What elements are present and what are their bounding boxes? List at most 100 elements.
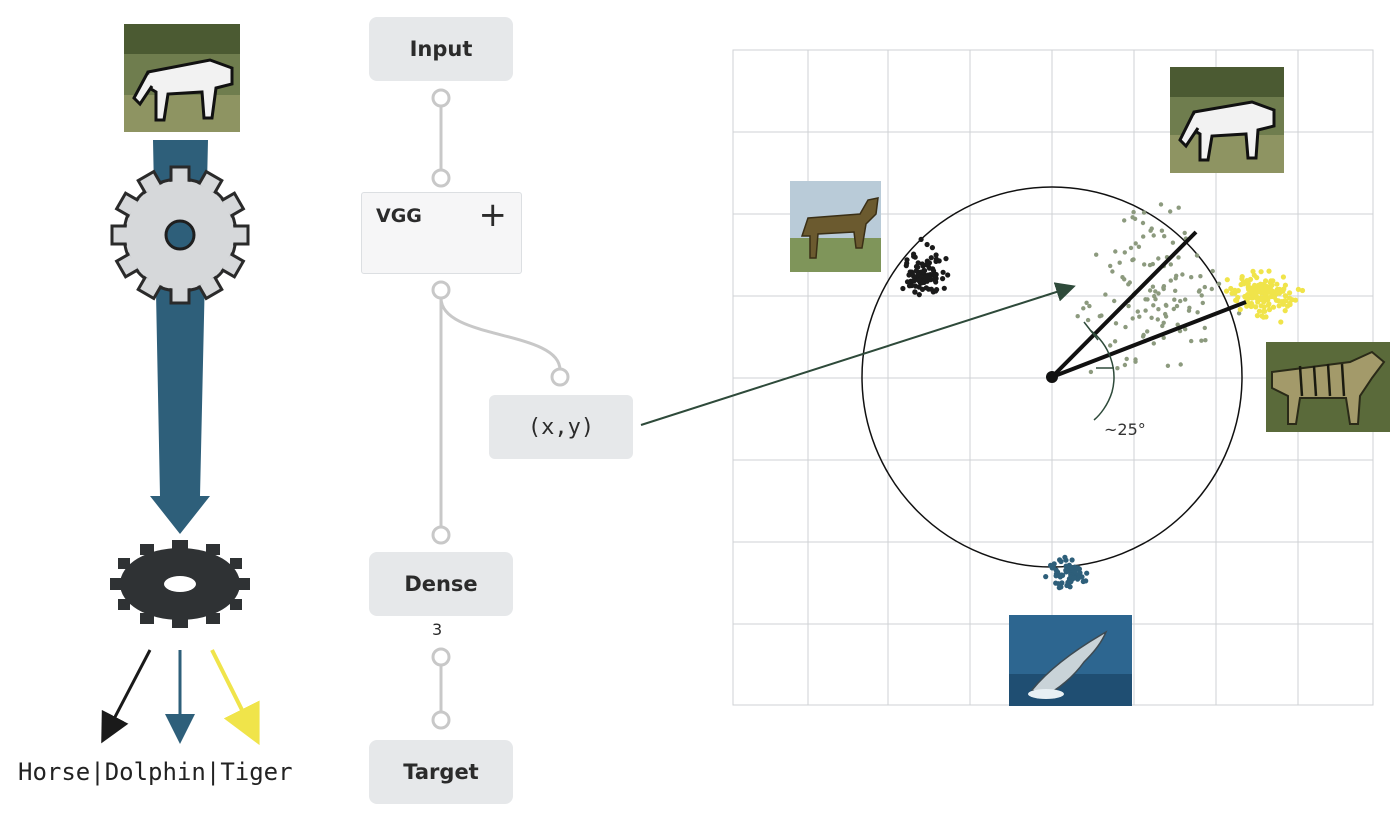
scatter-point xyxy=(1266,268,1272,274)
scatter-point xyxy=(1122,362,1128,368)
scatter-point xyxy=(1140,220,1146,226)
scatter-point xyxy=(1123,324,1128,330)
scatter-point xyxy=(1254,275,1260,281)
scatter-point xyxy=(1224,277,1230,283)
scatter-point xyxy=(1274,281,1280,287)
scatter-point xyxy=(1248,303,1254,310)
scatter-point xyxy=(924,241,930,248)
scatter-point xyxy=(1178,362,1183,367)
scatter-point xyxy=(1223,288,1230,294)
scatter-point xyxy=(1276,303,1282,309)
scatter-point xyxy=(1283,298,1289,304)
scatter-point xyxy=(1151,341,1157,346)
input-node[interactable]: Input xyxy=(369,17,513,81)
scatter-point xyxy=(1162,234,1167,239)
scatter-point xyxy=(1122,250,1128,255)
scatter-point xyxy=(1133,241,1138,246)
scatter-point xyxy=(1199,293,1204,298)
scatter-point xyxy=(1128,245,1134,251)
scatter-point xyxy=(1043,574,1049,580)
scatter-point xyxy=(1274,286,1280,293)
scatter-point xyxy=(1216,281,1222,286)
scatter-point xyxy=(1261,304,1267,310)
scatter-point xyxy=(1280,274,1286,280)
dolphin-image-icon xyxy=(1009,615,1132,706)
scatter-point xyxy=(909,282,915,289)
scatter-point xyxy=(915,272,921,278)
scatter-point xyxy=(1168,262,1174,267)
class-separator: | xyxy=(205,758,221,786)
scatter-point xyxy=(1110,269,1115,274)
scatter-point xyxy=(1117,260,1122,265)
vgg-node[interactable]: VGG + xyxy=(361,192,522,274)
scatter-point xyxy=(1130,257,1135,263)
scatter-point xyxy=(1183,327,1188,332)
scatter-point xyxy=(930,271,937,277)
scatter-point xyxy=(1180,272,1185,277)
scatter-point xyxy=(1171,306,1177,312)
scatter-point xyxy=(1254,313,1260,319)
horse-image-icon xyxy=(790,181,881,272)
scatter-point xyxy=(933,252,939,258)
scatter-point xyxy=(1174,273,1179,278)
scatter-point xyxy=(1278,319,1284,325)
scatter-point xyxy=(1148,228,1153,233)
scatter-point xyxy=(1085,317,1091,323)
scatter-point xyxy=(1087,303,1092,309)
scatter-point xyxy=(1136,244,1142,249)
class-labels: Horse|Dolphin|Tiger xyxy=(18,758,293,786)
scatter-point xyxy=(1064,582,1070,589)
xy-output-node[interactable]: (x,y) xyxy=(489,395,633,459)
scatter-point xyxy=(1238,281,1244,288)
scatter-point xyxy=(915,260,921,266)
angle-arc xyxy=(1089,329,1115,421)
scatter-point xyxy=(1058,584,1064,590)
scatter-point xyxy=(1153,289,1158,294)
scatter-point xyxy=(1053,573,1059,579)
scatter-point xyxy=(916,284,922,290)
scatter-point xyxy=(1239,274,1245,280)
scatter-point xyxy=(1145,329,1150,334)
scatter-point xyxy=(1174,303,1180,309)
scatter-point xyxy=(1122,218,1127,223)
scatter-point xyxy=(1141,210,1147,215)
scatter-point xyxy=(1199,338,1204,343)
horse-cluster xyxy=(900,236,951,298)
scatter-point xyxy=(924,258,930,264)
target-node[interactable]: Target xyxy=(369,740,513,804)
scatter-point xyxy=(916,292,922,298)
scatter-point xyxy=(1113,321,1119,326)
scatter-point xyxy=(1108,263,1113,269)
scatter-point xyxy=(1187,305,1192,310)
dolphin-cluster xyxy=(1043,554,1090,591)
scatter-point xyxy=(1287,295,1293,301)
scatter-point xyxy=(1049,565,1055,571)
scatter-point xyxy=(1168,278,1174,283)
network-ports xyxy=(431,88,570,730)
scatter-point xyxy=(1057,557,1063,563)
scatter-point xyxy=(1233,297,1239,303)
scatter-point xyxy=(1130,316,1135,321)
scatter-point xyxy=(1124,356,1129,362)
expand-plus-icon[interactable]: + xyxy=(478,195,508,235)
projection-arrow xyxy=(640,282,1076,426)
dense-node[interactable]: Dense xyxy=(369,552,513,616)
scatter-point xyxy=(1189,338,1194,344)
embedding-grid xyxy=(732,49,1374,706)
scatter-point xyxy=(1058,572,1065,578)
scatter-point xyxy=(1280,288,1286,294)
scatter-point xyxy=(1173,288,1178,293)
scatter-point xyxy=(1094,252,1099,257)
scatter-point xyxy=(1152,294,1157,299)
scatter-point xyxy=(1147,262,1153,268)
scatter-point xyxy=(925,275,931,282)
scatter-point xyxy=(1075,314,1080,319)
scatter-point xyxy=(1062,554,1068,560)
scatter-point xyxy=(1247,276,1254,282)
scatter-point xyxy=(1156,307,1161,312)
tiger-vector xyxy=(1051,300,1247,379)
scatter-point xyxy=(1263,283,1269,289)
scatter-point xyxy=(1299,287,1306,294)
scatter-point xyxy=(1161,320,1166,325)
scatter-point xyxy=(940,269,946,275)
